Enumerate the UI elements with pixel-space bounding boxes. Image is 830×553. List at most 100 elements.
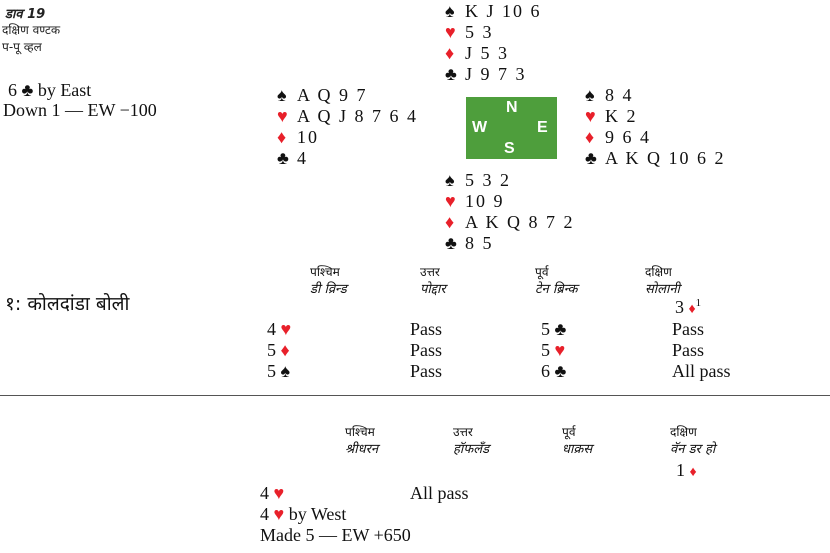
south-suit-row: ♣ 8 5 <box>445 233 575 254</box>
east-hand: ♠ 8 4 ♥ K 2 ♦ 9 6 4 ♣ A K Q 10 6 2 <box>585 85 726 169</box>
cards: K 2 <box>605 106 638 126</box>
north-hand: ♠ K J 10 6 ♥ 5 3 ♦ J 5 3 ♣ J 9 7 3 <box>445 1 542 85</box>
cards: 4 <box>297 148 308 168</box>
contract-1: 6 ♣ by East <box>8 80 92 100</box>
suit-icon: ♦ <box>277 127 287 147</box>
north-suit-row: ♥ 5 3 <box>445 22 542 43</box>
cards: 8 4 <box>605 85 634 105</box>
direction: दक्षिण <box>645 265 672 279</box>
cards: A K Q 10 6 2 <box>605 148 726 168</box>
player-name: वॅन डर हो <box>670 442 716 457</box>
east-suit-row: ♦ 9 6 4 <box>585 127 726 148</box>
bid: All pass <box>672 361 731 381</box>
opening-bid-1: 3 ♦1 <box>675 297 702 317</box>
cards: A Q 9 7 <box>297 85 368 105</box>
south-suit-row: ♠ 5 3 2 <box>445 170 575 191</box>
player-name: डी व्रिन्ड <box>310 282 347 297</box>
compass-n: N <box>506 99 518 116</box>
direction: दक्षिण <box>670 425 697 439</box>
south-hand: ♠ 5 3 2♥10 9♦ A K Q 8 7 2 ♣ 8 5 <box>445 170 575 254</box>
north-suit-row: ♦ J 5 3 <box>445 43 542 64</box>
auction-header: दक्षिण सोलानी <box>645 263 680 299</box>
suit-icon: ♦ <box>445 212 455 232</box>
direction: पूर्व <box>562 425 576 439</box>
east-suit-row: ♣ A K Q 10 6 2 <box>585 148 726 169</box>
bid: Pass <box>410 319 443 339</box>
compass: N W E S <box>466 97 557 159</box>
direction: पूर्व <box>535 265 549 279</box>
cards: 10 9 <box>465 191 505 211</box>
cards: 5 3 2 <box>465 170 511 190</box>
result-1: Down 1 — EW −100 <box>3 100 157 120</box>
east-suit-row: ♥ K 2 <box>585 106 726 127</box>
suit-icon: ♣ <box>585 148 597 168</box>
cards: J 5 3 <box>465 43 510 63</box>
auction-header: उत्तर हॉफलँड <box>453 423 489 459</box>
south-suit-row: ♥10 9 <box>445 191 575 212</box>
suit-icon: ♦ <box>445 43 455 63</box>
suit-icon: ♣ <box>445 233 457 253</box>
north-suit-row: ♣ J 9 7 3 <box>445 64 542 85</box>
auction-header: पूर्व टेन ब्रिन्क <box>535 263 578 299</box>
bid: Pass <box>410 340 443 360</box>
suit-icon: ♣ <box>277 148 289 168</box>
compass-e: E <box>537 119 548 136</box>
suit-icon: ♠ <box>585 85 595 105</box>
suit-icon: ♠ <box>277 85 287 105</box>
suit-icon: ♠ <box>445 170 455 190</box>
direction: उत्तर <box>453 425 473 439</box>
west-suit-row: ♣4 <box>277 148 418 169</box>
suit-icon: ♦ <box>585 127 595 147</box>
north-suit-row: ♠ K J 10 6 <box>445 1 542 22</box>
bid: 6 ♣ <box>541 361 567 381</box>
cards: 8 5 <box>465 233 494 253</box>
compass-w: W <box>472 119 488 136</box>
bid-north: All pass <box>410 483 469 503</box>
vulnerability: प-पू व्हल <box>2 40 42 54</box>
auction-header: पश्चिम डी व्रिन्ड <box>310 263 347 299</box>
west-suit-row: ♥ A Q J 8 7 6 4 <box>277 106 418 127</box>
bid: Pass <box>672 319 705 339</box>
opening-bid-2: 1 ♦ <box>676 460 697 480</box>
direction: पश्चिम <box>310 265 340 279</box>
cards: 5 3 <box>465 22 494 42</box>
compass-s: S <box>504 140 515 157</box>
result-2: Made 5 — EW +650 <box>260 525 411 545</box>
contract-2: 4 ♥ by West <box>260 504 347 524</box>
suit-icon: ♠ <box>445 1 455 21</box>
bid: Pass <box>672 340 705 360</box>
south-suit-row: ♦ A K Q 8 7 2 <box>445 212 575 233</box>
suit-icon: ♥ <box>585 106 596 126</box>
cards: K J 10 6 <box>465 1 542 21</box>
divider <box>0 395 830 396</box>
suit-icon: ♣ <box>445 64 457 84</box>
west-suit-row: ♠ A Q 9 7 <box>277 85 418 106</box>
cards: J 9 7 3 <box>465 64 527 84</box>
bid: 5 ♦ <box>267 340 290 360</box>
cards: A Q J 8 7 6 4 <box>297 106 419 126</box>
cards: A K Q 8 7 2 <box>465 212 575 232</box>
player-name: सोलानी <box>645 282 680 297</box>
bid: 5 ♠ <box>267 361 291 381</box>
auction-header: दक्षिण वॅन डर हो <box>670 423 715 459</box>
bid: 4 ♥ <box>267 319 292 339</box>
cards: 10 <box>297 127 319 147</box>
suit-icon: ♥ <box>445 22 456 42</box>
player-name: टेन ब्रिन्क <box>535 282 578 297</box>
west-hand: ♠A Q 9 7♥A Q J 8 7 6 4♦10♣4 <box>277 85 418 169</box>
cards: 9 6 4 <box>605 127 651 147</box>
direction: पश्चिम <box>345 425 375 439</box>
player-name: हॉफलँड <box>453 442 490 457</box>
bid: Pass <box>410 361 443 381</box>
bid-west: 4 ♥ <box>260 483 285 503</box>
east-suit-row: ♠ 8 4 <box>585 85 726 106</box>
west-suit-row: ♦ 10 <box>277 127 418 148</box>
player-name: पोद्दार <box>420 282 446 297</box>
deal-number: डाव 19 <box>5 7 46 22</box>
bid: 5 ♣ <box>541 319 567 339</box>
suit-icon: ♥ <box>277 106 288 126</box>
auction-1-label: १: कोलदांडा बोली <box>5 293 130 315</box>
